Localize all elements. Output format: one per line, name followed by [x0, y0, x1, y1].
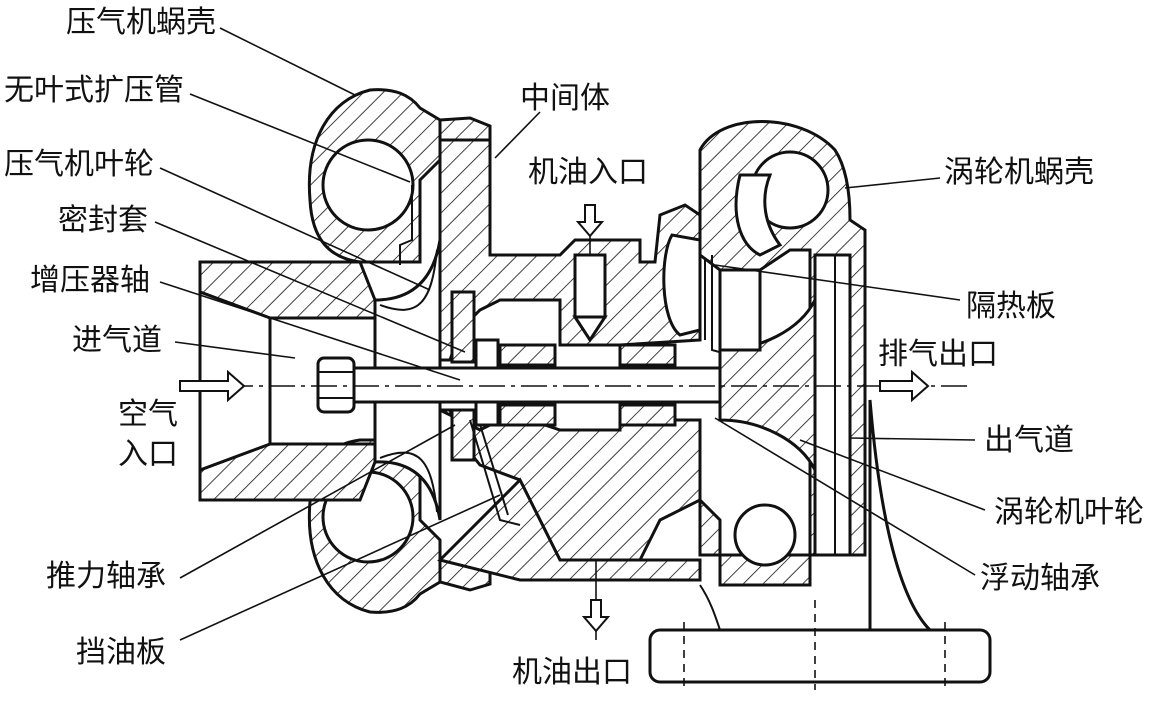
label-heat-shield: 隔热板 [966, 289, 1056, 324]
center-housing [437, 138, 702, 582]
label-compressor-housing: 压气机蜗壳 [66, 5, 216, 40]
thrust-bearing [450, 290, 521, 526]
label-outlet-duct: 出气道 [984, 423, 1074, 458]
exhaust-outlet-arrow [879, 369, 930, 403]
label-inlet-duct: 进气道 [72, 323, 162, 358]
oil-inlet-arrow [575, 204, 605, 255]
label-turbo-shaft: 增压器轴 [30, 263, 150, 298]
label-vaneless-diffuser: 无叶式扩压管 [4, 73, 184, 108]
label-oil-outlet: 机油出口 [512, 655, 632, 690]
label-air-inlet-2: 入口 [118, 437, 178, 472]
floating-bearing [498, 343, 677, 427]
label-thrust-bearing: 推力轴承 [46, 559, 166, 594]
label-center-housing: 中间体 [520, 81, 610, 116]
label-oil-deflector: 挡油板 [76, 635, 166, 670]
leader-lines [154, 27, 986, 641]
oil-outlet-arrow [581, 560, 611, 640]
turbo-shaft [316, 356, 722, 414]
air-inlet-arrow [179, 369, 246, 403]
label-exhaust-outlet: 排气出口 [878, 337, 998, 372]
label-floating-bearing: 浮动轴承 [980, 561, 1100, 596]
outlet-duct [813, 253, 852, 557]
label-compressor-wheel: 压气机叶轮 [4, 147, 154, 182]
label-air-inlet-1: 空气 [118, 397, 178, 432]
label-turbine-housing: 涡轮机蜗壳 [944, 155, 1094, 190]
label-turbine-wheel: 涡轮机叶轮 [994, 495, 1144, 530]
label-oil-inlet: 机油入口 [528, 155, 648, 190]
label-seal-sleeve: 密封套 [58, 203, 148, 238]
mounting-flange [648, 399, 992, 690]
